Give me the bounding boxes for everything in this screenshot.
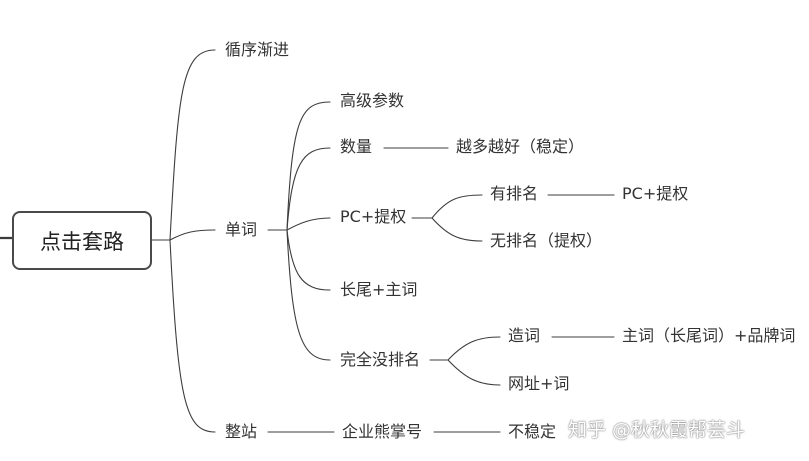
connector-to-pc xyxy=(286,217,331,231)
connector-to-create xyxy=(447,336,501,361)
connector-to-ranked xyxy=(431,194,483,219)
connector-to-gradual xyxy=(169,49,216,241)
connector-to-site xyxy=(169,239,216,433)
node-ranked[interactable]: 有排名 xyxy=(490,184,539,203)
node-no-rank[interactable]: 完全没排名 xyxy=(340,350,421,369)
connector-to-advanced xyxy=(286,101,331,231)
node-enterprise-account[interactable]: 企业熊掌号 xyxy=(342,422,423,441)
node-quantity[interactable]: 数量 xyxy=(340,137,373,156)
root-node[interactable]: 点击套路 xyxy=(12,211,152,270)
node-ranked-note[interactable]: PC+提权 xyxy=(622,184,689,203)
connector-to-norank xyxy=(286,229,331,361)
node-advanced-params[interactable]: 高级参数 xyxy=(340,91,405,110)
node-word[interactable]: 单词 xyxy=(225,220,258,239)
node-unstable[interactable]: 不稳定 xyxy=(508,422,557,441)
connector-to-unranked xyxy=(431,217,483,242)
node-unranked[interactable]: 无排名（提权） xyxy=(490,231,603,250)
node-pc-boost[interactable]: PC+提权 xyxy=(340,207,407,226)
node-longtail[interactable]: 长尾+主词 xyxy=(340,280,418,299)
connector-to-url xyxy=(447,359,501,386)
node-url-word[interactable]: 网址+词 xyxy=(508,374,570,393)
connector-to-quantity xyxy=(286,147,331,231)
watermark: 知乎 @秋秋霞帮芸斗 xyxy=(568,419,746,441)
node-create-word[interactable]: 造词 xyxy=(508,326,541,345)
node-site[interactable]: 整站 xyxy=(225,422,258,441)
root-node-label: 点击套路 xyxy=(40,229,124,254)
connector-to-word xyxy=(169,229,216,241)
node-quantity-note[interactable]: 越多越好（稳定） xyxy=(456,137,585,156)
node-gradual[interactable]: 循序渐进 xyxy=(225,40,290,59)
connector-to-longtail xyxy=(286,229,331,291)
node-create-word-note[interactable]: 主词（长尾词）+品牌词 xyxy=(622,326,796,345)
